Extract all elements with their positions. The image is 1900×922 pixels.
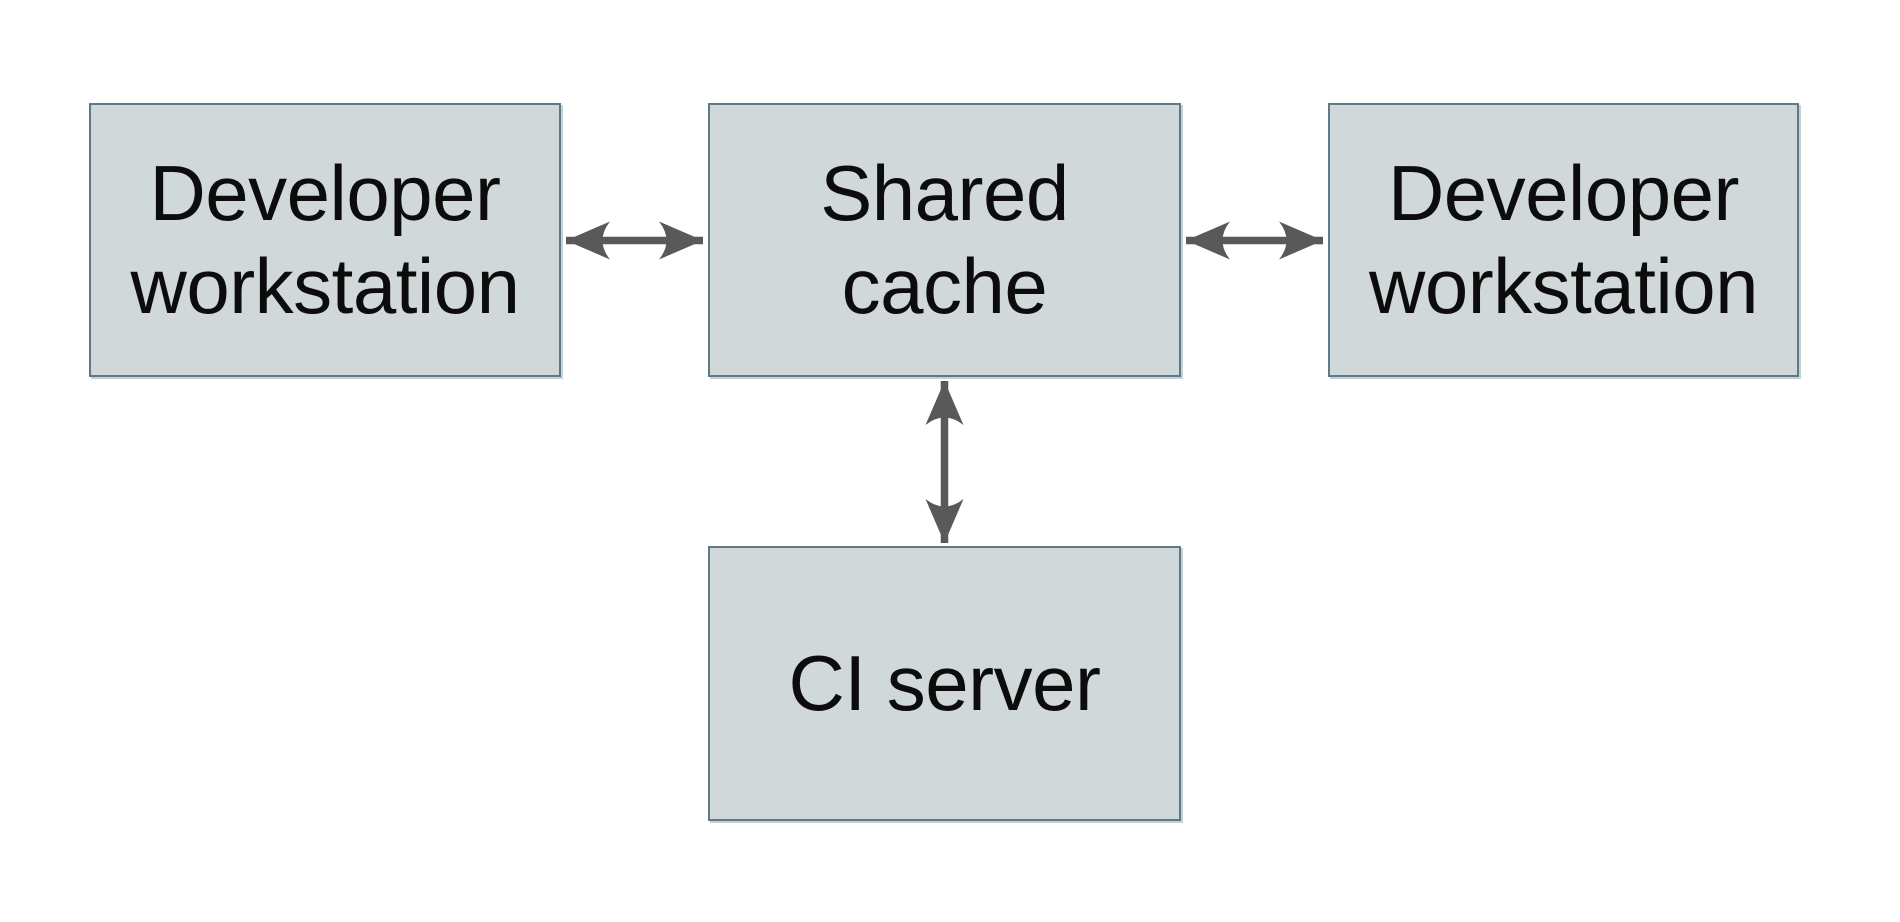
node-label-line: workstation — [130, 242, 521, 330]
node-label-line: Developer — [1387, 149, 1740, 237]
node-label-line: CI server — [788, 639, 1101, 727]
node-label-line: Developer — [149, 149, 501, 237]
node-label: Developer workstation — [130, 147, 521, 333]
node-label: Shared cache — [820, 147, 1069, 333]
node-developer-workstation-right: Developer workstation — [1328, 103, 1799, 377]
node-label: CI server — [789, 637, 1101, 730]
node-ci-server: CI server — [708, 546, 1181, 821]
node-label-line: workstation — [1369, 242, 1759, 330]
node-label-line: cache — [841, 242, 1048, 330]
node-label: Developer workstation — [1369, 147, 1759, 333]
node-developer-workstation-left: Developer workstation — [89, 103, 561, 377]
node-shared-cache: Shared cache — [708, 103, 1181, 377]
node-label-line: Shared — [820, 149, 1069, 237]
